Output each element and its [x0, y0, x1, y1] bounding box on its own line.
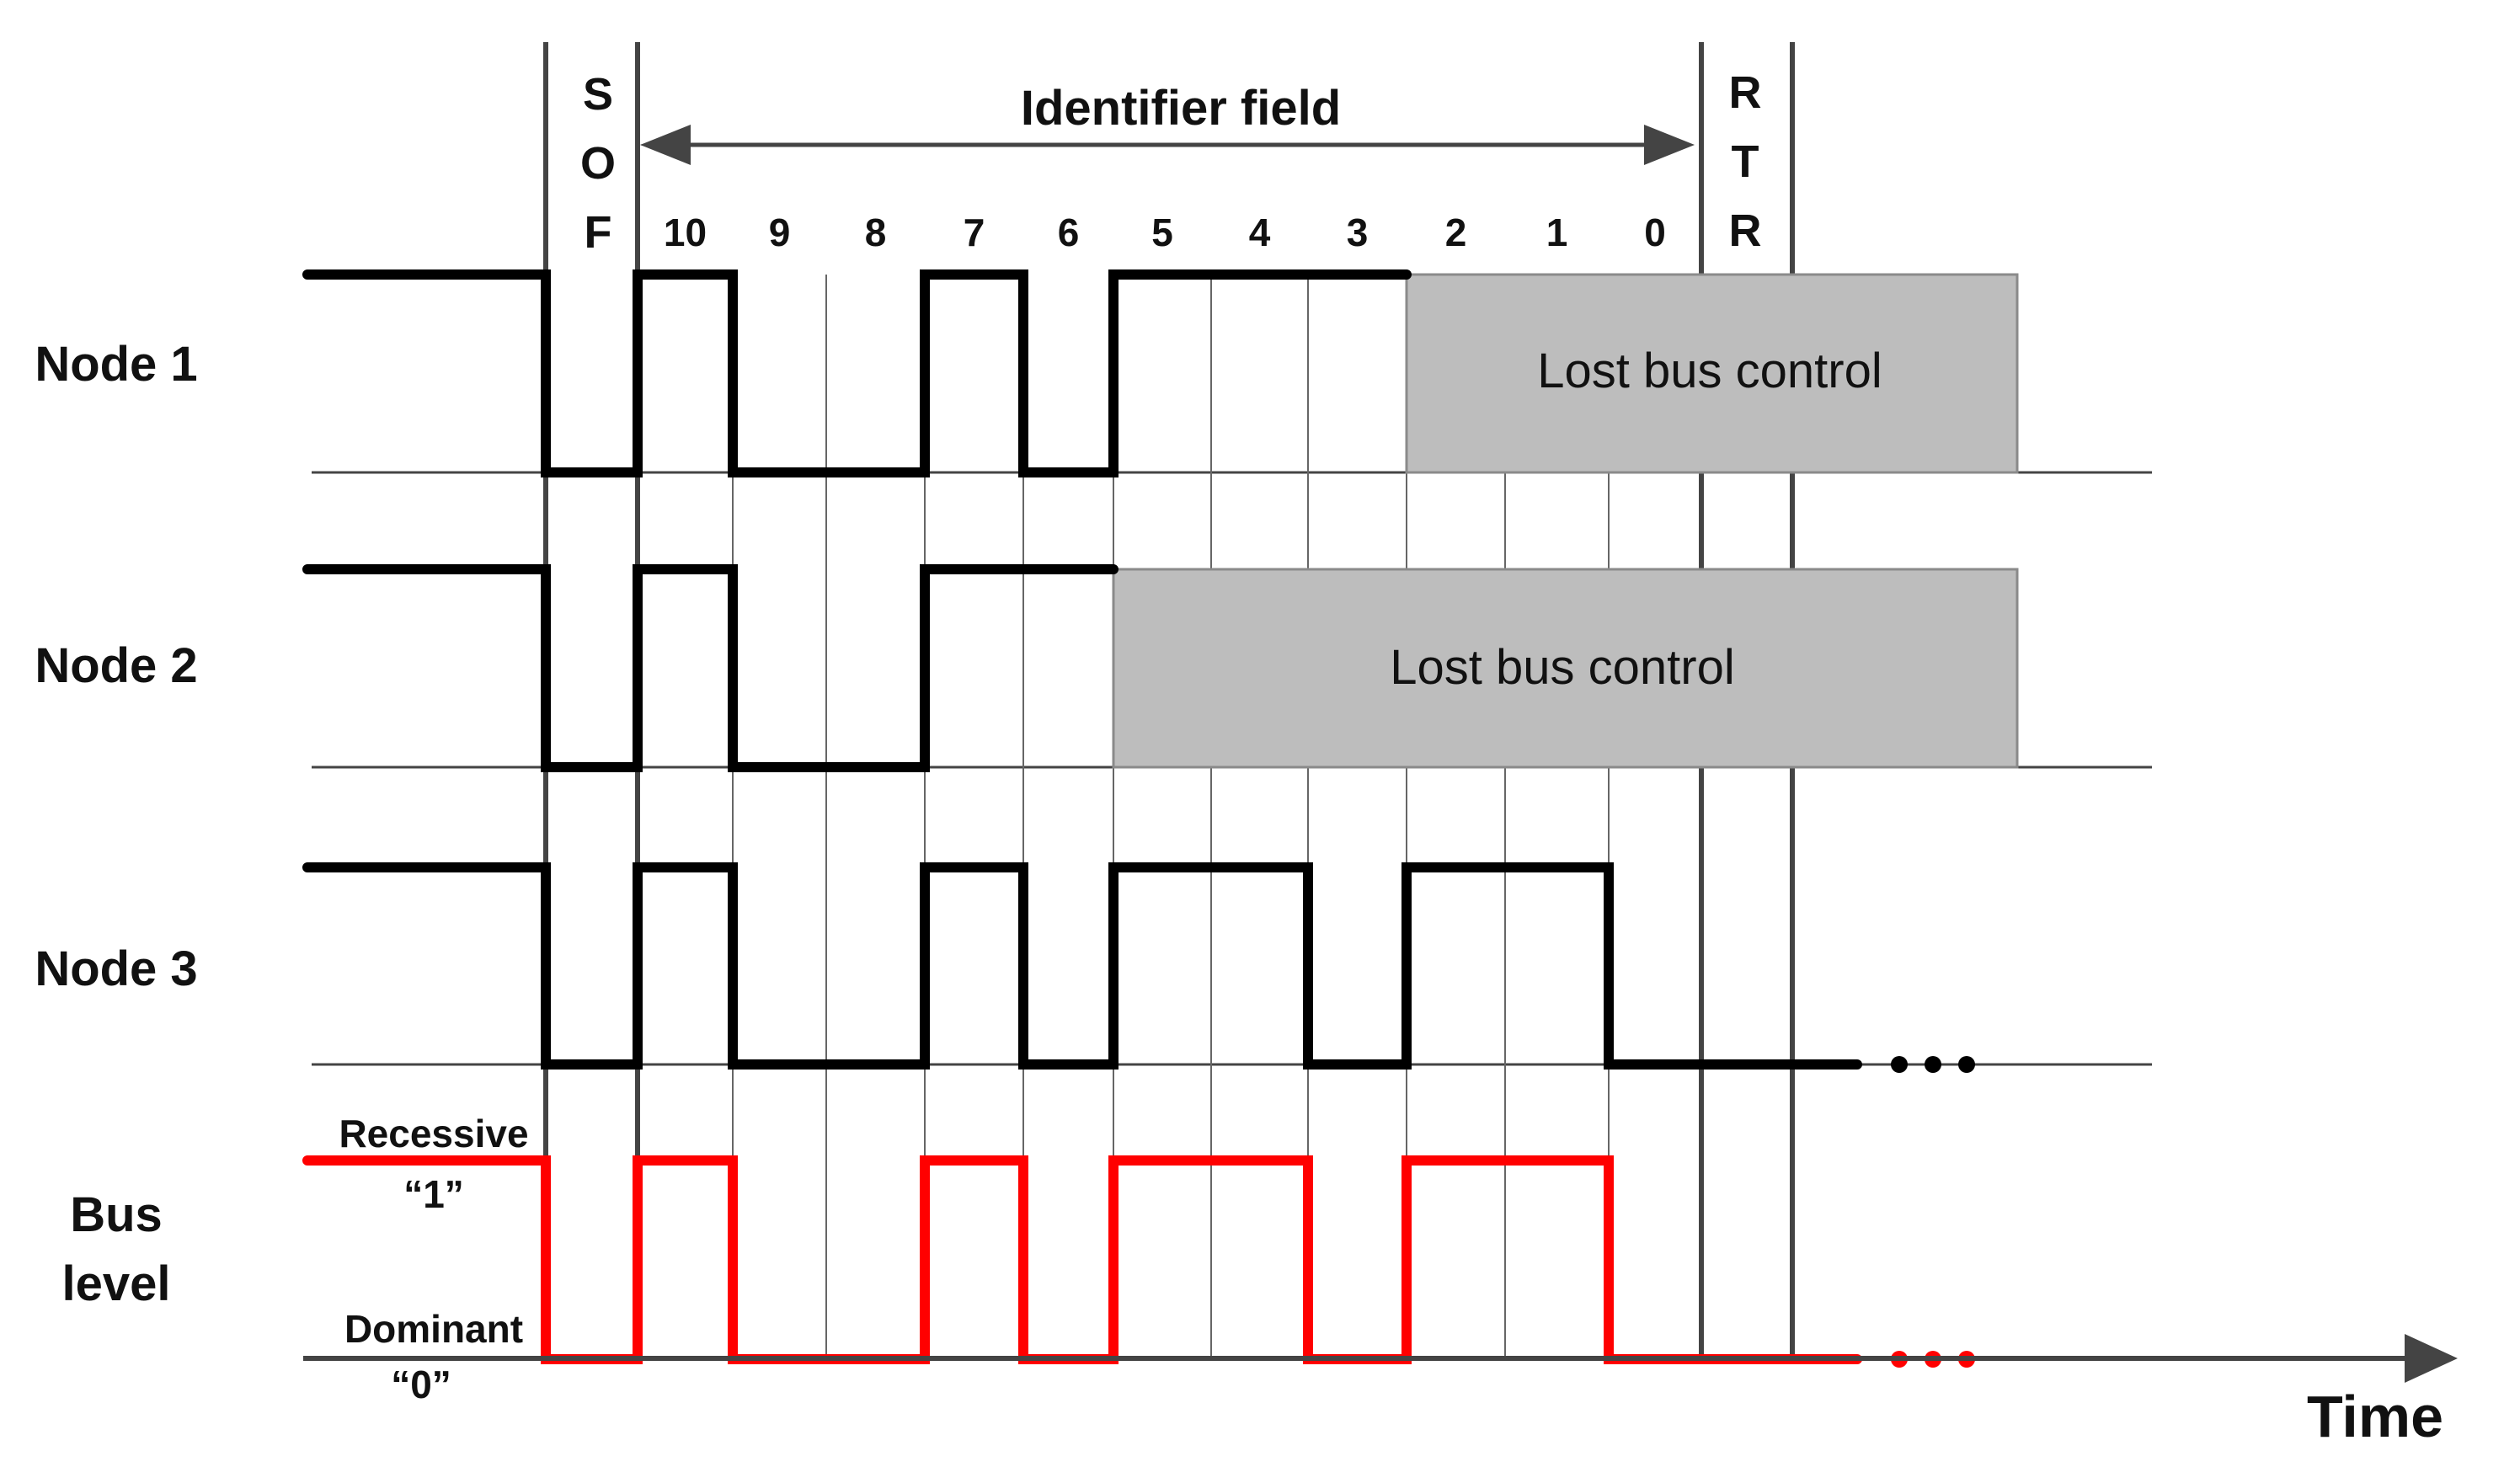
node-1-waveform [302, 269, 1412, 477]
node-1-lost-control-label: Lost bus control [1537, 344, 1882, 398]
node-3-label: Node 3 [35, 942, 197, 996]
identifier-field-label: Identifier field [1021, 81, 1341, 136]
recessive-label: Recessive [339, 1112, 528, 1155]
node-3-continuation-dot [1925, 1056, 1941, 1073]
sof-letter-s: S [583, 69, 613, 120]
bit-number: 4 [1249, 211, 1271, 254]
continuation-dots [1891, 1056, 1975, 1368]
node-3-continuation-dot [1891, 1056, 1908, 1073]
bus-level-waveform [302, 1155, 1862, 1364]
bit-number: 8 [865, 211, 887, 254]
recessive-value: “1” [403, 1172, 464, 1216]
bit-number: 3 [1347, 211, 1369, 254]
node-2-lost-control-box [1112, 568, 2019, 769]
time-label: Time [2307, 1384, 2443, 1449]
node-2-lost-control-label: Lost bus control [1390, 640, 1734, 695]
bit-number: 10 [664, 211, 707, 254]
dominant-label: Dominant [344, 1307, 523, 1351]
node-3-waveform [302, 862, 1862, 1070]
node-3-continuation-dot [1958, 1056, 1975, 1073]
node-2-label: Node 2 [35, 638, 197, 693]
identifier-field-arrow [640, 125, 1695, 165]
bit-number: 9 [769, 211, 791, 254]
bit-number: 0 [1644, 211, 1666, 254]
rtr-letter-t: T [1732, 136, 1759, 187]
lost-bus-control-boxes [1112, 273, 2019, 769]
bit-number: 5 [1151, 211, 1173, 254]
node-1-lost-control-box [1405, 273, 2019, 474]
sof-letter-f: F [585, 207, 612, 258]
bus-level-label-line1: Bus [70, 1187, 163, 1242]
dominant-value: “0” [391, 1363, 451, 1406]
node-1-label: Node 1 [35, 337, 197, 392]
bit-number: 1 [1546, 211, 1568, 254]
rtr-letter-r2: R [1729, 205, 1762, 256]
waveforms [302, 269, 1862, 1364]
bit-number: 2 [1445, 211, 1467, 254]
sof-letter-o: O [580, 138, 616, 189]
bus-level-label-line2: level [62, 1256, 171, 1311]
bit-number: 6 [1058, 211, 1080, 254]
rtr-letter-r1: R [1729, 67, 1762, 118]
time-axis [303, 1334, 2458, 1383]
bit-number: 7 [964, 211, 985, 254]
node-2-waveform [302, 564, 1119, 772]
